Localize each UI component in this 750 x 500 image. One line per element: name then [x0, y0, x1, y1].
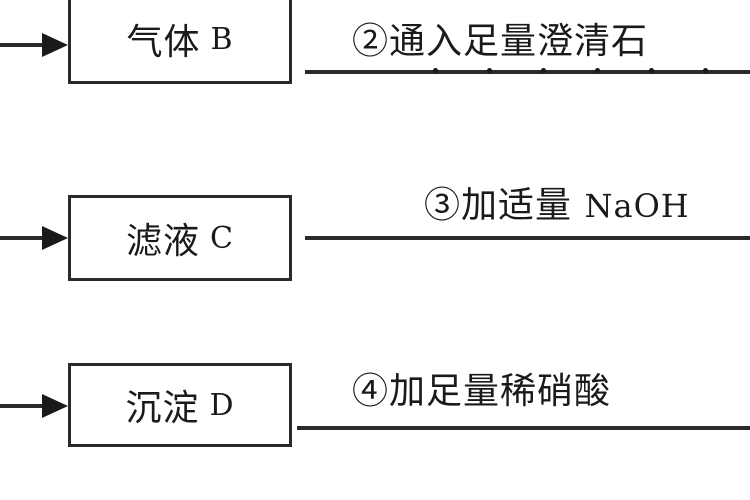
box-c-label: 滤液 — [126, 221, 201, 262]
step-3-formula: NaOH — [584, 187, 690, 225]
box-gas-b: 气体 B — [68, 0, 292, 84]
outgoing-line-d — [297, 426, 750, 430]
box-c-letter: C — [210, 220, 234, 256]
step-2-label: ②通入足量澄清石 — [352, 12, 648, 64]
step-2-text: 通入足量澄清石 — [389, 21, 649, 62]
box-b-letter: B — [210, 21, 234, 57]
box-precipitate-d: 沉淀 D — [68, 363, 292, 447]
step-3-label: ③加适量 NaOH — [424, 176, 690, 228]
step-3-text: 加适量 — [461, 185, 573, 226]
box-d-letter: D — [209, 387, 235, 423]
outgoing-line-c — [305, 236, 750, 240]
step-4-number: ④ — [352, 371, 390, 412]
incoming-line-d — [0, 404, 46, 408]
step-4-text: 加足量稀硝酸 — [389, 371, 612, 412]
step-2-number: ② — [352, 21, 390, 62]
box-d-label: 沉淀 — [125, 388, 200, 429]
box-filtrate-c: 滤液 C — [68, 195, 292, 281]
arrow-head-d-icon — [42, 394, 68, 418]
step-4-label: ④加足量稀硝酸 — [352, 362, 611, 414]
outgoing-line-b — [305, 70, 750, 74]
arrow-head-b-icon — [42, 33, 68, 57]
arrow-head-c-icon — [42, 226, 68, 250]
step-3-number: ③ — [424, 185, 462, 226]
incoming-line-c — [0, 236, 46, 240]
emphasis-dots-step-2 — [433, 68, 750, 74]
box-b-label: 气体 — [126, 22, 201, 63]
incoming-line-b — [0, 43, 46, 47]
